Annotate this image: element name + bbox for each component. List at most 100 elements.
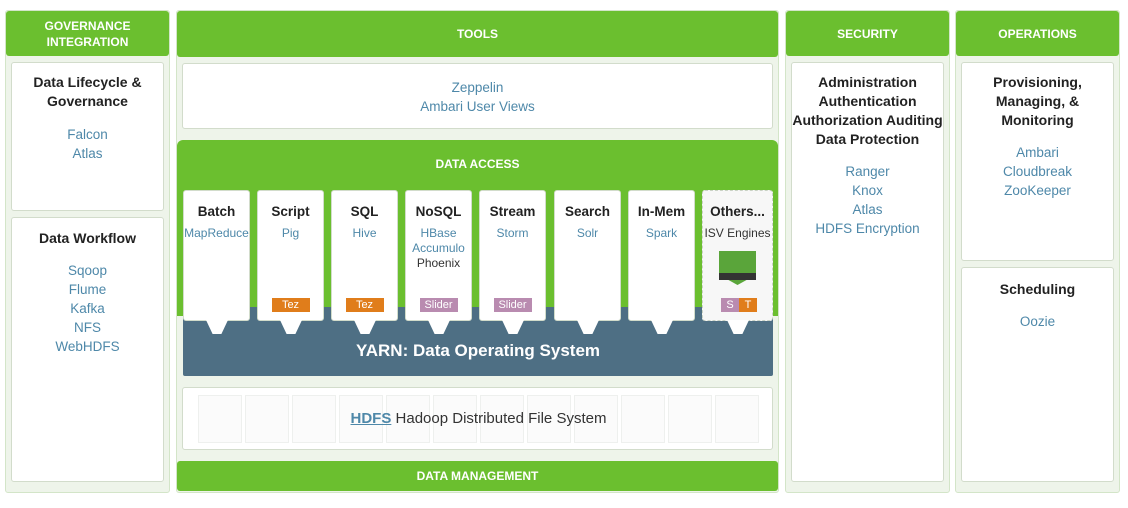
certified-ribbon-icon [719,273,756,280]
security-item-atlas[interactable]: Atlas [852,202,883,217]
engine-inmem-sub[interactable]: Spark [645,226,678,240]
security-line-data-protection: Data Protection [815,131,920,147]
hdfs-block [339,395,383,443]
lifecycle-title: Data Lifecycle & Governance [33,74,142,109]
hdfs-block [574,395,618,443]
hdfs-block [715,395,759,443]
hdfs-block [668,395,712,443]
provisioning-card: Provisioning, Managing, & Monitoring Amb… [961,62,1114,261]
engine-connector [428,320,450,334]
lifecycle-item-falcon[interactable]: Falcon [67,127,108,142]
workflow-item-nfs[interactable]: NFS [74,320,101,335]
slider-mini-badge: S [721,298,739,312]
hdfs-link[interactable]: HDFS [350,410,392,427]
engine-search[interactable]: Search Solr [554,190,621,321]
engine-connector [577,320,599,334]
governance-header-label: GOVERNANCE INTEGRATION [44,18,131,49]
scheduling-card: Scheduling Oozie [961,267,1114,482]
engine-inmem-title: In-Mem [637,204,686,219]
engine-batch[interactable]: Batch MapReduce [183,190,250,321]
workflow-item-kafka[interactable]: Kafka [70,301,105,316]
engine-sql-sub[interactable]: Hive [352,226,377,240]
ops-item-cloudbreak[interactable]: Cloudbreak [1002,164,1073,179]
slider-badge: Slider [493,298,532,312]
engine-inmem[interactable]: In-Mem Spark [628,190,695,321]
engine-nosql-sub2[interactable]: Accumulo [412,241,465,255]
engine-connector [206,320,228,334]
engine-connector [280,320,302,334]
ops-item-ambari[interactable]: Ambari [1016,145,1059,160]
hdfs-block [245,395,289,443]
engine-others-title: Others... [710,204,765,219]
workflow-item-sqoop[interactable]: Sqoop [67,263,108,278]
hdfs-block [480,395,524,443]
lifecycle-item-atlas[interactable]: Atlas [72,146,103,161]
engine-nosql-title: NoSQL [415,204,462,219]
scheduling-title: Scheduling [999,281,1076,297]
engine-stream-title: Stream [489,204,536,219]
engine-search-sub[interactable]: Solr [576,226,599,240]
engine-batch-title: Batch [197,204,236,219]
engine-search-title: Search [564,204,611,219]
engine-connector [354,320,376,334]
tez-mini-badge: T [739,298,757,312]
ops-item-zookeeper[interactable]: ZooKeeper [1004,183,1071,198]
engine-stream[interactable]: Stream Storm Slider [479,190,546,321]
security-card: Administration Authentication Authorizat… [791,62,944,482]
tez-badge: Tez [271,298,310,312]
data-management-label: DATA MANAGEMENT [416,469,539,483]
lifecycle-card: Data Lifecycle & Governance Falcon Atlas [11,62,164,211]
workflow-card: Data Workflow Sqoop Flume Kafka NFS WebH… [11,217,164,482]
engine-connector [502,320,524,334]
tools-header-label: TOOLS [456,27,499,41]
operations-header-label: OPERATIONS [998,26,1077,41]
workflow-title: Data Workflow [39,230,136,246]
security-line-authorization: Authorization Auditing [792,112,943,128]
tools-item-ambari-user-views[interactable]: Ambari User Views [420,99,535,114]
hdfs-block [527,395,571,443]
engine-script-sub[interactable]: Pig [281,226,300,240]
tools-item-zeppelin[interactable]: Zeppelin [451,80,504,95]
engine-others[interactable]: Others... ISV Engines S T [702,190,773,321]
tez-badge: Tez [345,298,384,312]
engine-script-title: Script [271,204,310,219]
engine-nosql[interactable]: NoSQL HBase Accumulo Phoenix Slider [405,190,472,321]
hdfs-block [433,395,477,443]
security-item-hdfs-encryption[interactable]: HDFS Encryption [815,221,920,236]
security-item-ranger[interactable]: Ranger [845,164,890,179]
data-management-header: DATA MANAGEMENT [177,461,778,491]
hdfs-block [621,395,665,443]
data-access-header-label: DATA ACCESS [435,157,520,171]
prov-line-3: Monitoring [1001,112,1074,128]
security-item-knox[interactable]: Knox [852,183,883,198]
security-line-administration: Administration [818,74,917,90]
engine-nosql-sub[interactable]: HBase [420,226,457,240]
engine-nosql-sub3: Phoenix [416,256,461,270]
workflow-item-flume[interactable]: Flume [68,282,107,297]
tools-header: TOOLS [177,11,778,57]
hdfs-block [386,395,430,443]
engine-stream-sub[interactable]: Storm [496,226,529,240]
yarn-label: YARN: Data Operating System [355,341,601,360]
workflow-item-webhdfs[interactable]: WebHDFS [55,339,120,354]
governance-header: GOVERNANCE INTEGRATION [6,11,169,56]
sched-item-oozie[interactable]: Oozie [1019,314,1056,329]
hdfs-block [198,395,242,443]
security-header-label: SECURITY [837,26,898,41]
hdfs-label-row: HDFS Hadoop Distributed File System [183,410,772,428]
hdfs-card: HDFS Hadoop Distributed File System [182,387,773,450]
engine-connector [727,320,749,334]
engine-script[interactable]: Script Pig Tez [257,190,324,321]
tools-card: Zeppelin Ambari User Views [182,63,773,129]
operations-header: OPERATIONS [956,11,1119,56]
data-access-header: DATA ACCESS [177,140,778,188]
security-header: SECURITY [786,11,949,56]
security-line-authentication: Authentication [818,93,917,109]
prov-line-2: Managing, & [995,93,1080,109]
engine-batch-sub[interactable]: MapReduce [184,226,249,240]
engine-connector [651,320,673,334]
engine-others-sub: ISV Engines [704,226,771,240]
prov-line-1: Provisioning, [993,74,1082,90]
hdfs-block [292,395,336,443]
engine-sql[interactable]: SQL Hive Tez [331,190,398,321]
